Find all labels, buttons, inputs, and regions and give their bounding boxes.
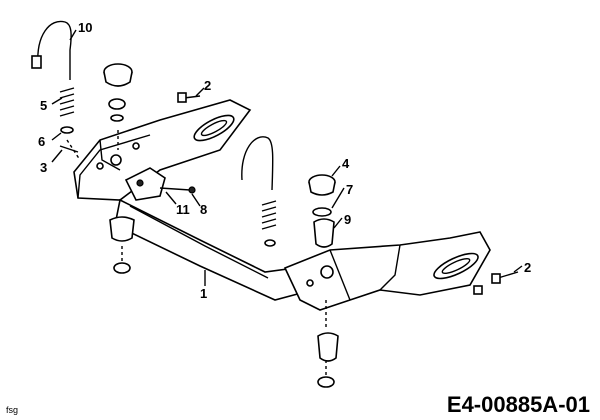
label-7: 7 [346,182,353,197]
label-1: 1 [200,286,207,301]
label-2-lower: 2 [524,260,531,275]
label-2-upper: 2 [204,78,211,93]
label-10: 10 [78,20,92,35]
label-11: 11 [176,202,190,217]
label-8: 8 [200,202,207,217]
label-9: 9 [344,212,351,227]
right-hardware [241,136,519,388]
label-6: 6 [38,134,45,149]
leader-lines [51,29,523,286]
corner-tag: fsg [6,405,18,415]
axle-frame [73,99,491,311]
label-3: 3 [40,160,47,175]
callout-labels: 10 5 6 3 2 11 8 1 4 7 9 2 [38,20,531,301]
diagram-code: E4-00885A-01 [447,392,590,417]
left-hardware [31,20,201,274]
label-5: 5 [40,98,47,113]
label-4: 4 [342,156,350,171]
